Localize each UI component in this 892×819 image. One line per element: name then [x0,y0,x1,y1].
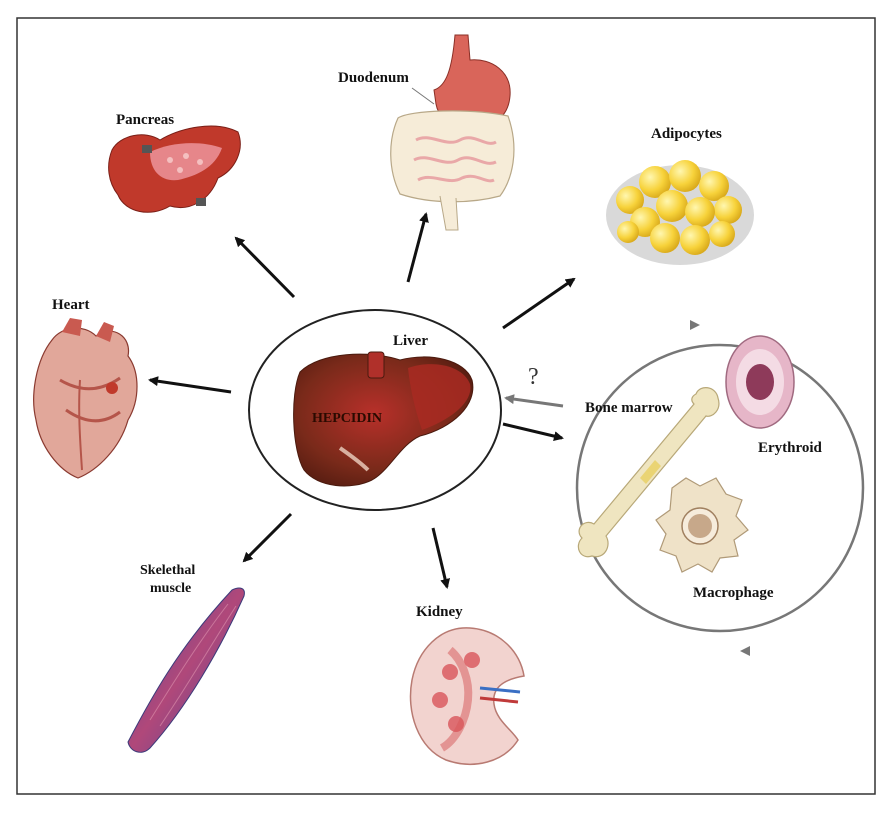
cycle-arrowhead-top [690,320,700,330]
erythroid-label: Erythroid [758,440,822,456]
arrow-to-heart [148,376,232,394]
erythroid-illustration [725,335,795,429]
duodenum-label: Duodenum [338,70,409,86]
heart-illustration [33,318,138,479]
arrow-to-skeletal-muscle [242,512,293,563]
liver-label: Liver [393,333,428,349]
kidney-label: Kidney [416,604,463,620]
outer-frame [16,17,876,795]
duodenum-illustration [390,34,515,231]
bone-marrow-circle [575,343,865,633]
arrow-to-adipocytes [502,277,576,330]
adipocytes-label: Adipocytes [651,126,722,142]
macrophage-illustration [655,477,749,573]
skeletal-muscle-illustration [127,587,245,753]
arrow-to-duodenum [406,212,429,283]
feedback-arrow [504,394,564,408]
arrows [148,212,576,589]
skeletal-muscle-label-line1: Skelethal [140,563,196,578]
bone-illustration [577,387,720,558]
kidney-illustration [409,627,525,765]
adipocytes-illustration [606,160,754,265]
pancreas-label: Pancreas [116,112,175,128]
liver-illustration [293,351,474,487]
macrophage-label: Macrophage [693,585,774,601]
bone-marrow-label: Bone marrow [585,400,673,416]
arrow-to-pancreas [234,236,296,299]
feedback-question-mark: ? [528,364,539,390]
cycle-arrowhead-bottom [740,646,750,656]
pancreas-illustration [108,125,241,213]
heart-label: Heart [52,297,90,313]
arrow-to-bone-marrow [502,422,564,442]
skeletal-muscle-label-line2: muscle [150,581,192,596]
arrow-to-kidney [431,527,451,589]
hepcidin-label: HEPCIDIN [312,411,383,426]
